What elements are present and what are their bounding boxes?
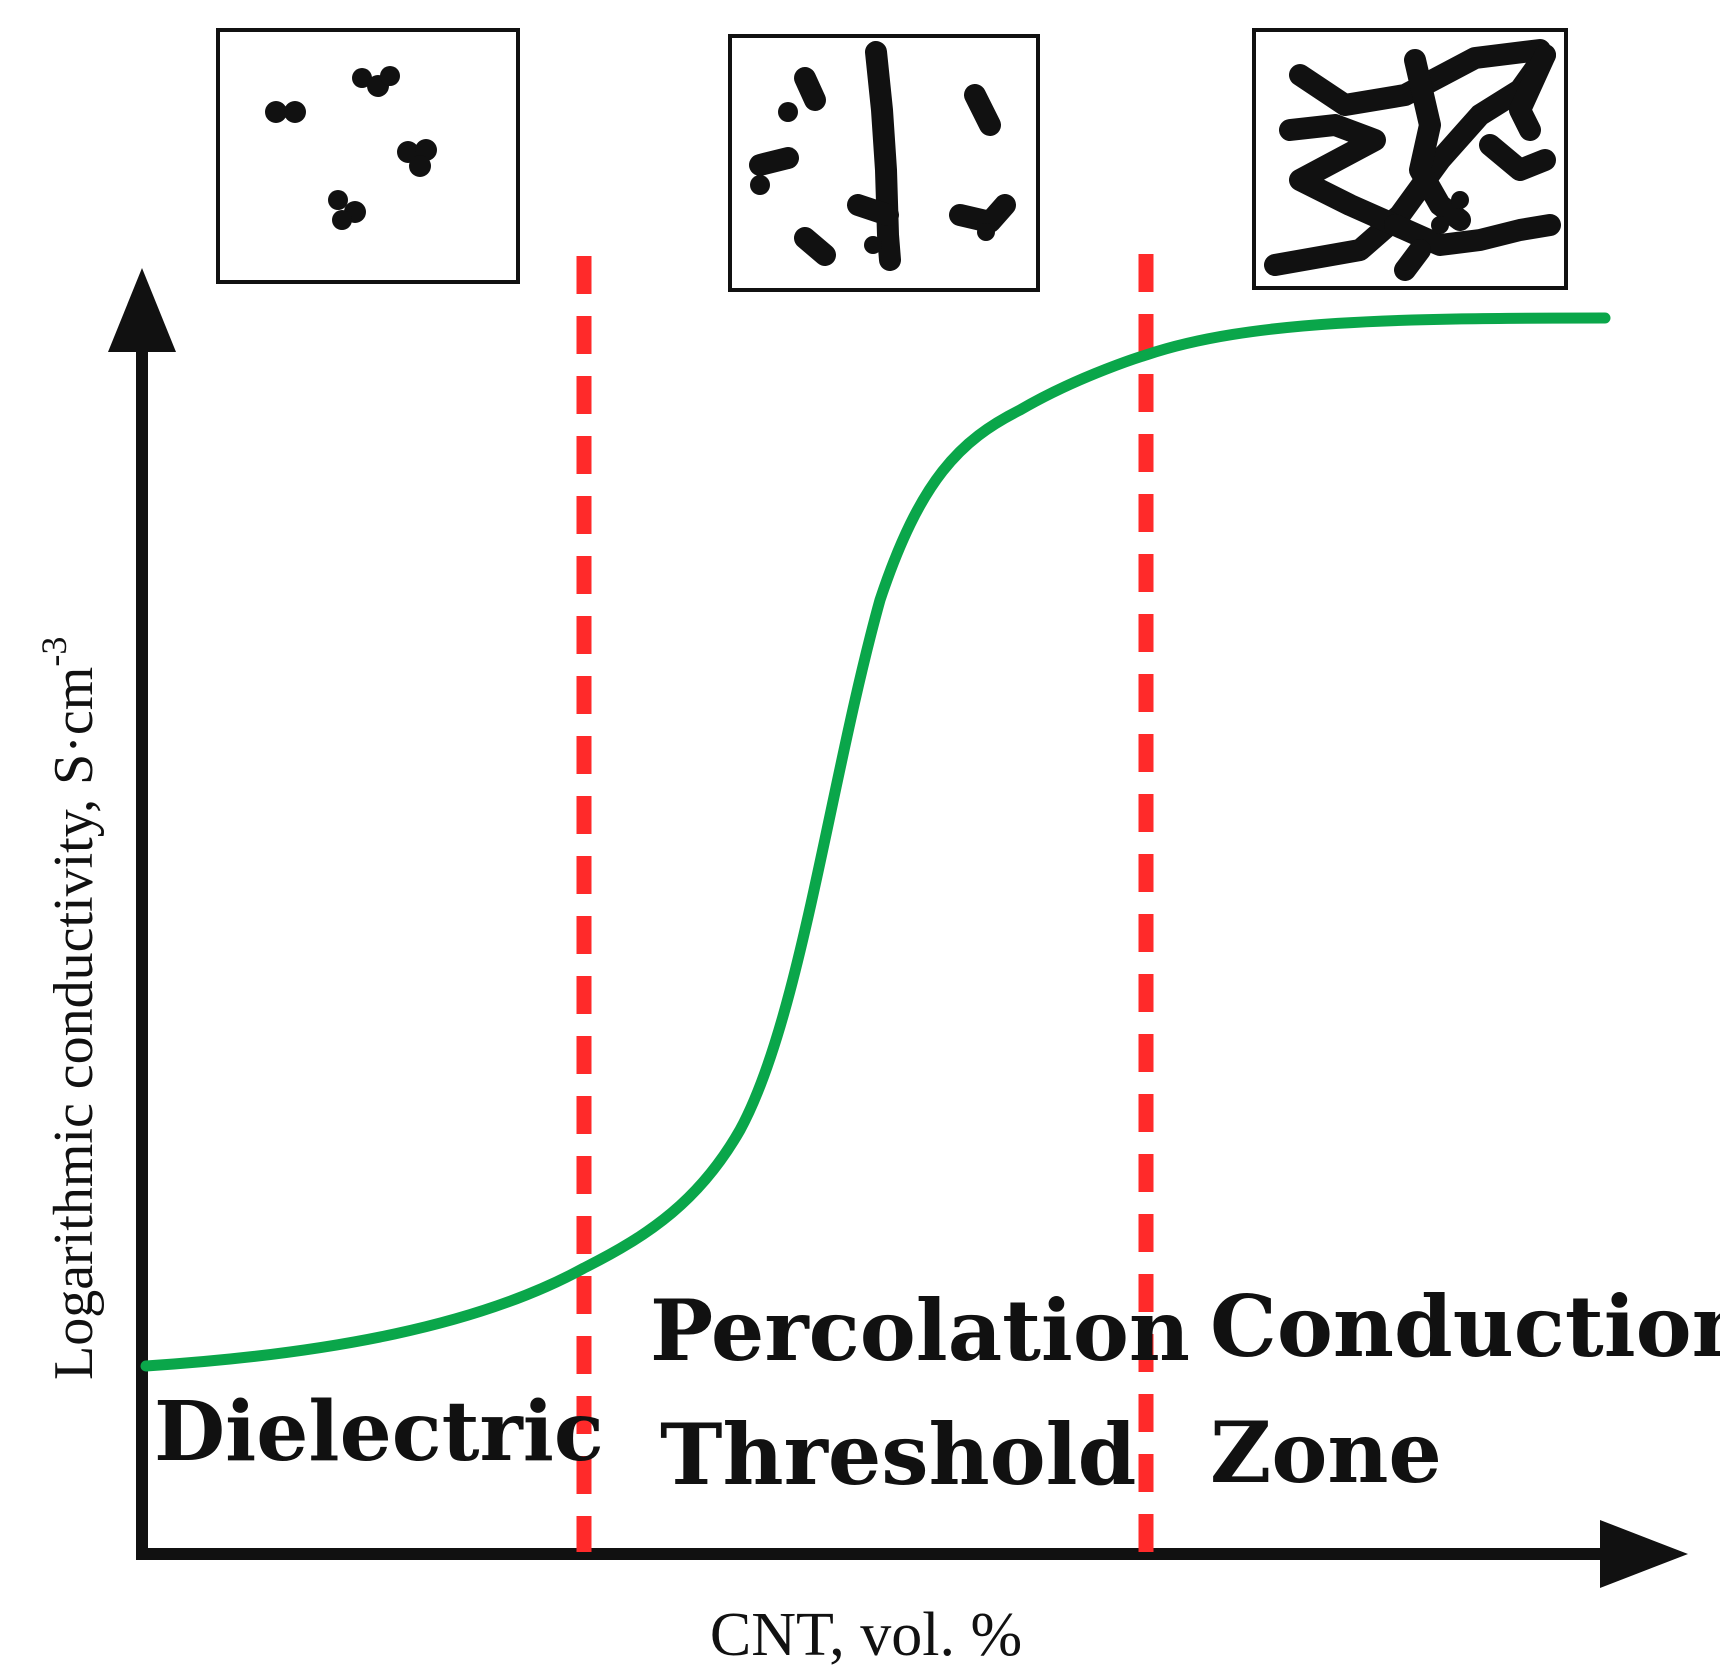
conduction-label-line1: Conduction (1210, 1277, 1720, 1376)
percolation-label-line1: Percolation (650, 1281, 1190, 1380)
x-axis (136, 1520, 1688, 1588)
y-axis-label-main: Logarithmic conductivity, S·cm (43, 667, 105, 1380)
y-axis-label: Logarithmic conductivity, S·cm-3 (34, 637, 105, 1380)
y-axis-label-unit-sup: -3 (34, 637, 74, 667)
dispersed-cnt-icon (216, 28, 520, 284)
percolation-label-line2: Threshold (660, 1405, 1136, 1504)
conductivity-curve (140, 312, 1611, 1372)
y-axis (108, 268, 176, 1560)
dielectric-label: Dielectric (154, 1384, 604, 1480)
threshold-lines (576, 254, 1154, 1552)
full-network-icon (1252, 28, 1568, 290)
x-axis-arrow-icon (1600, 1520, 1688, 1588)
svg-text:Logarithmic conductivity, S·cm: Logarithmic conductivity, S·cm-3 (34, 637, 105, 1380)
conduction-label-line2: Zone (1210, 1403, 1442, 1502)
partial-network-icon (728, 34, 1040, 292)
x-axis-label: CNT, vol. % (710, 1601, 1022, 1668)
y-axis-arrow-icon (108, 268, 176, 352)
